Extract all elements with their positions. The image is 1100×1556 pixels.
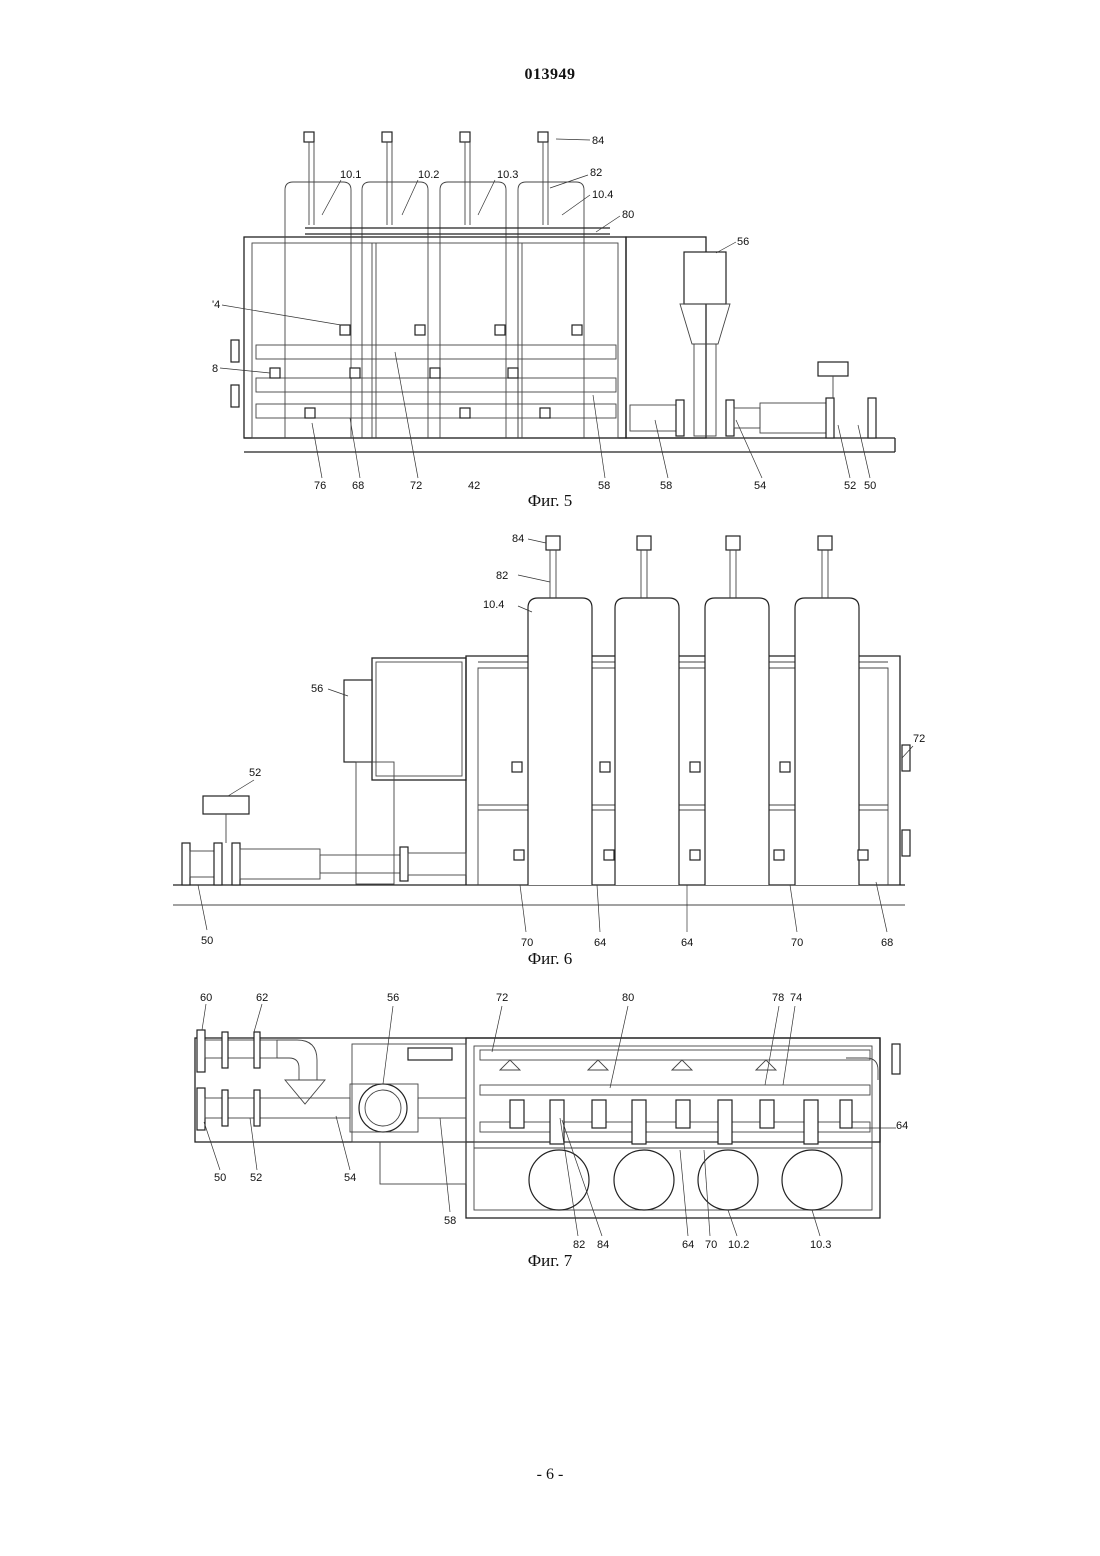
- fig7-label-74: 74: [790, 992, 802, 1004]
- fig7-label-72: 72: [496, 992, 508, 1004]
- fig7-label-10-2: 10.2: [728, 1239, 749, 1251]
- fig7-label-80: 80: [622, 992, 634, 1004]
- fig7-label-52: 52: [250, 1172, 262, 1184]
- fig7-label-64: 64: [896, 1120, 908, 1132]
- fig7-label-64b: 64: [682, 1239, 694, 1251]
- figure-7-drawing: 60 62 56 72 80 78 74 64 50 52 54 58 82 8…: [0, 0, 1100, 1260]
- fig7-label-50: 50: [214, 1172, 226, 1184]
- fig7-label-10-3: 10.3: [810, 1239, 831, 1251]
- fig7-label-70: 70: [705, 1239, 717, 1251]
- fig7-label-60: 60: [200, 992, 212, 1004]
- fig7-label-58: 58: [444, 1215, 456, 1227]
- fig7-label-78: 78: [772, 992, 784, 1004]
- figure-7-caption: Фиг. 7: [0, 1251, 1100, 1271]
- page-number: - 6 -: [0, 1466, 1100, 1484]
- fig7-label-84: 84: [597, 1239, 609, 1251]
- fig7-label-82: 82: [573, 1239, 585, 1251]
- fig7-label-56: 56: [387, 992, 399, 1004]
- fig7-label-62: 62: [256, 992, 268, 1004]
- fig7-label-54: 54: [344, 1172, 356, 1184]
